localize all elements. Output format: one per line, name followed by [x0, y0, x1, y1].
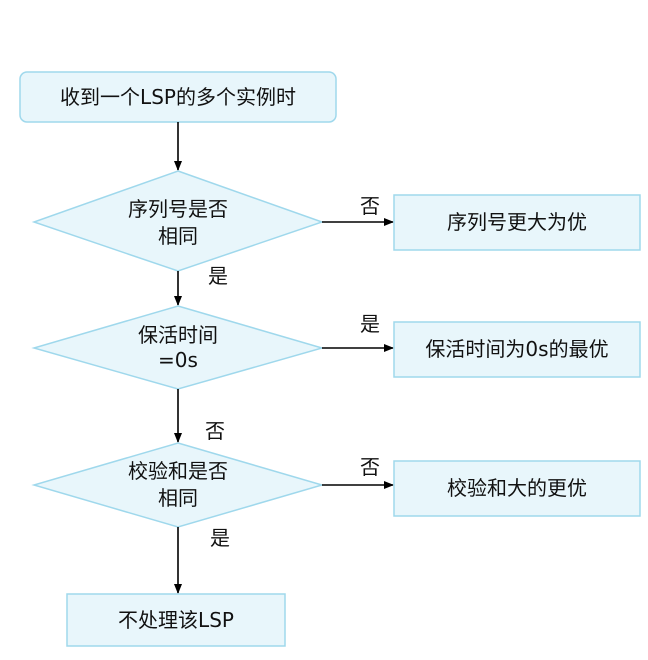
seq-question-label-2: 相同 [158, 224, 198, 248]
seq-question-label-1: 序列号是否 [128, 197, 228, 221]
edge-seq-no-label: 否 [360, 194, 380, 218]
start-node-label: 收到一个LSP的多个实例时 [60, 85, 296, 109]
seq-result-label: 序列号更大为优 [447, 210, 587, 234]
edge-keepalive-yes-label: 是 [360, 312, 380, 336]
edge-checksum-yes-label: 是 [210, 526, 230, 550]
keepalive-result-label: 保活时间为0s的最优 [425, 337, 608, 361]
seq-question-node: 序列号是否 相同 [31, 170, 325, 272]
checksum-question-label-2: 相同 [158, 486, 198, 510]
end-node-label: 不处理该LSP [118, 608, 234, 632]
seq-result-node: 序列号更大为优 [393, 194, 641, 251]
checksum-result-node: 校验和大的更优 [393, 460, 641, 517]
keepalive-result-node: 保活时间为0s的最优 [393, 321, 641, 378]
edge-seq-yes-label: 是 [208, 264, 228, 288]
edge-keepalive-no-label: 否 [205, 419, 225, 443]
checksum-question-node: 校验和是否 相同 [31, 442, 325, 528]
start-node: 收到一个LSP的多个实例时 [19, 71, 337, 123]
keepalive-question-label-1: 保活时间 [138, 323, 218, 347]
keepalive-question-node: 保活时间 =0s [31, 305, 325, 390]
keepalive-question-label-2: =0s [158, 348, 198, 372]
end-node: 不处理该LSP [66, 593, 286, 647]
edge-checksum-no-label: 否 [360, 455, 380, 479]
checksum-result-label: 校验和大的更优 [447, 476, 587, 500]
checksum-question-label-1: 校验和是否 [128, 459, 228, 483]
